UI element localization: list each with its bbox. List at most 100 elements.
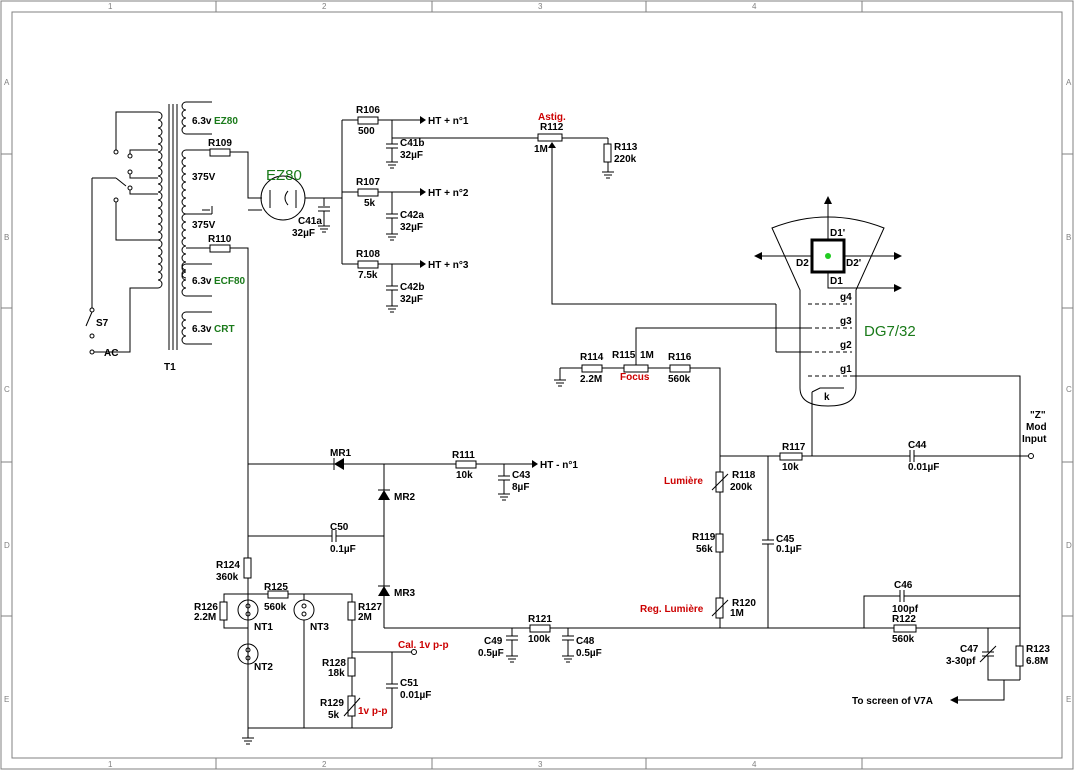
label-ez80-tag: EZ80 (214, 116, 238, 127)
label-r120: R120 (732, 598, 756, 609)
label-ht3: HT + n°3 (428, 260, 469, 271)
label-t1: T1 (164, 362, 176, 373)
focus-network: R114 2.2M R115 1M Focus R116 560k (554, 350, 721, 628)
label-mr1: MR1 (330, 448, 352, 459)
label-r115: R115 (612, 350, 636, 361)
label-mr2: MR2 (394, 492, 416, 503)
label-d1p: D1' (830, 228, 845, 239)
row-label-c-right: C (1066, 385, 1072, 394)
label-c48-val: 0.5µF (576, 648, 602, 659)
label-r122: R122 (892, 614, 916, 625)
label-c49: C49 (484, 636, 503, 647)
label-375v-1: 375V (192, 172, 216, 183)
label-r129: R129 (320, 698, 344, 709)
label-r128: R128 (322, 658, 346, 669)
label-r121: R121 (528, 614, 552, 625)
label-c41a-val: 32µF (292, 228, 315, 239)
label-c51: C51 (400, 678, 419, 689)
row-label-c: C (4, 385, 10, 394)
label-c44-val: 0.01µF (908, 462, 939, 473)
label-crt-tag: CRT (214, 324, 235, 335)
label-c51-val: 0.01µF (400, 690, 431, 701)
label-reg-lumiere: Reg. Lumière (640, 604, 704, 615)
cal-output-terminal[interactable] (411, 649, 417, 655)
label-r127-val: 2M (358, 612, 372, 623)
label-c41a: C41a (298, 216, 322, 227)
label-6v3-1: 6.3v (192, 116, 212, 127)
label-r108: R108 (356, 249, 380, 260)
label-k: k (824, 392, 830, 403)
label-r121-val: 100k (528, 634, 551, 645)
label-ecf80-tag: ECF80 (214, 276, 246, 287)
label-c43: C43 (512, 470, 531, 481)
row-label-b: B (4, 233, 9, 242)
label-375v-2: 375V (192, 220, 216, 231)
label-r111-val: 10k (456, 470, 473, 481)
row-label-e-right: E (1066, 695, 1071, 704)
label-c50-val: 0.1µF (330, 544, 356, 555)
label-to-screen: To screen of V7A (852, 696, 933, 707)
label-c42b: C42b (400, 282, 424, 293)
label-r116-val: 560k (668, 374, 691, 385)
astig-network: Astig. R112 1M R113 220k (534, 112, 776, 305)
label-c48: C48 (576, 636, 595, 647)
brightness-network: "Z" Mod Input R117 10k C44 0.01µF Lumièr… (384, 410, 1050, 707)
label-d2: D2 (796, 258, 809, 269)
label-zmod-2: Mod (1026, 422, 1047, 433)
label-r110: R110 (208, 234, 232, 245)
label-r113-val: 220k (614, 154, 637, 165)
label-zmod-1: "Z" (1030, 410, 1046, 421)
label-6v3-3: 6.3v (192, 324, 212, 335)
label-r126: R126 (194, 602, 218, 613)
crt-dg7-32: D1' D2 D2' D1 g4 g3 g2 g1 k DG7/32 (635, 196, 1021, 628)
label-r106: R106 (356, 105, 380, 116)
col-label-4-bottom: 4 (752, 760, 757, 769)
label-r109: R109 (208, 138, 232, 149)
row-label-e: E (4, 695, 9, 704)
z-mod-terminal[interactable] (1028, 453, 1034, 459)
col-label-3-bottom: 3 (538, 760, 543, 769)
label-c41b: C41b (400, 138, 424, 149)
label-r118: R118 (732, 470, 756, 481)
label-6v3-2: 6.3v (192, 276, 212, 287)
col-label-1: 1 (108, 2, 113, 11)
label-r112-val: 1M (534, 144, 548, 155)
label-r123: R123 (1026, 644, 1050, 655)
label-d1: D1 (830, 276, 843, 287)
label-r114: R114 (580, 352, 604, 363)
label-lumiere: Lumière (664, 476, 703, 487)
label-c45: C45 (776, 534, 795, 545)
label-r111: R111 (452, 450, 475, 461)
label-r122-val: 560k (892, 634, 915, 645)
label-c43-val: 8µF (512, 482, 529, 493)
label-astig: Astig. (538, 112, 566, 123)
label-c47: C47 (960, 644, 979, 655)
row-label-b-right: B (1066, 233, 1071, 242)
row-label-a-right: A (1066, 78, 1072, 87)
label-zmod-3: Input (1022, 434, 1047, 445)
label-g1: g1 (840, 364, 852, 375)
label-mr3: MR3 (394, 588, 416, 599)
label-r117-val: 10k (782, 462, 799, 473)
label-c41b-val: 32µF (400, 150, 423, 161)
label-g4: g4 (840, 292, 852, 303)
label-d2p: D2' (846, 258, 861, 269)
label-ht1: HT + n°1 (428, 116, 469, 127)
label-r125-val: 560k (264, 602, 287, 613)
label-c45-val: 0.1µF (776, 544, 802, 555)
label-r120-val: 1M (730, 608, 744, 619)
label-c49-val: 0.5µF (478, 648, 504, 659)
label-c44: C44 (908, 440, 927, 451)
col-label-1-bottom: 1 (108, 760, 113, 769)
label-r115-val: 1M (640, 350, 654, 361)
label-r129-val: 5k (328, 710, 340, 721)
label-r125: R125 (264, 582, 288, 593)
label-g3: g3 (840, 316, 852, 327)
row-label-d-right: D (1066, 541, 1072, 550)
label-r119-val: 56k (696, 544, 713, 555)
label-r107-val: 5k (364, 198, 376, 209)
label-c42a: C42a (400, 210, 424, 221)
label-r114-val: 2.2M (580, 374, 602, 385)
label-nt2: NT2 (254, 662, 273, 673)
